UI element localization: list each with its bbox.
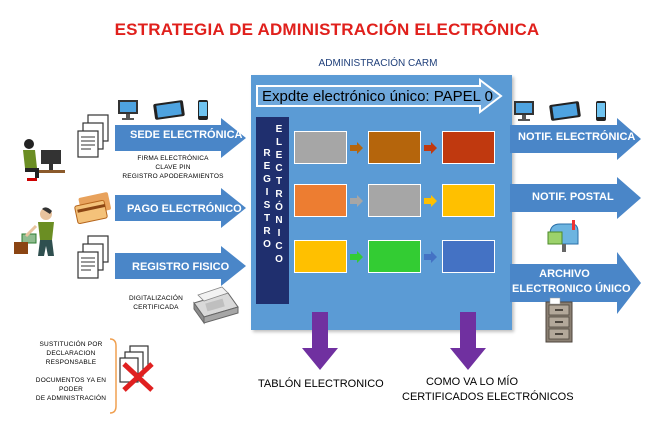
notif-postal-label: NOTIF. POSTAL (532, 191, 614, 203)
registro-apoderamientos-text: REGISTRO APODERAMIENTOS (122, 173, 224, 180)
process-step-square (368, 184, 421, 217)
como-va-line1: COMO VA LO MÍO (425, 376, 519, 388)
mailbox-icon (547, 220, 579, 252)
file-cabinet-icon (545, 297, 573, 343)
documents-icon-registro (77, 235, 109, 279)
registro-letter: T (263, 213, 271, 224)
notif-electronica-label: NOTIF. ELECTRÓNICA (518, 131, 636, 143)
sustitucion-line2: DECLARACION (46, 350, 96, 357)
diagram-title: ESTRATEGIA DE ADMINISTRACIÓN ELECTRÓNICA (114, 20, 540, 39)
devices-icon-right (514, 101, 606, 121)
expediente-unico-label: Expdte electrónico único: PAPEL 0 (262, 88, 493, 105)
person-with-money-icon (14, 207, 54, 256)
output-arrow-archivo (510, 252, 641, 314)
archivo-line1: ARCHIVO (539, 268, 590, 280)
process-step-square (442, 131, 495, 164)
como-va-label: COMO VA LO MÍO CERTIFICADOS ELECTRÓNICOS (402, 375, 574, 405)
sustitucion-line3: RESPONSABLE (45, 359, 97, 366)
documentos-line4: DOCUMENTOS YA EN PODER (35, 377, 107, 393)
expediente-arrow (256, 77, 503, 115)
registro-sub-labels: DIGITALIZACIÓN CERTIFICADA (125, 294, 187, 312)
notes-bracket (109, 338, 117, 414)
scanner-icon (193, 286, 239, 325)
electronico-letter: C (275, 163, 283, 174)
registro-fisico-label: REGISTRO FISICO (132, 261, 230, 273)
input-arrow-pago (115, 188, 246, 228)
carm-label: ADMINISTRACIÓN CARM (318, 58, 438, 69)
firma-electronica-text: FIRMA ELECTRÓNICA (137, 155, 209, 162)
input-arrow-sede (115, 118, 246, 158)
input-arrow-registro (115, 246, 246, 286)
process-step-square (368, 240, 421, 273)
documents-icon-sede (77, 114, 109, 158)
clave-pin-text: CLAVE PIN (155, 164, 191, 171)
credit-cards-icon (74, 192, 111, 225)
electronico-letter: Ó (275, 202, 283, 213)
electronico-letter: E (275, 124, 283, 135)
registro-letter: S (263, 200, 271, 211)
process-step-arrow (350, 195, 363, 207)
process-step-square (368, 131, 421, 164)
process-step-square (294, 184, 347, 217)
process-step-arrow (424, 251, 437, 263)
tablon-electronico-label: TABLÓN ELECTRONICO (258, 378, 384, 390)
sede-electronica-label: SEDE ELECTRÓNICA (130, 129, 243, 141)
electronico-letter: L (275, 137, 283, 148)
documents-crossed-icon (119, 345, 154, 392)
output-arrow-notif-electronica (510, 118, 641, 160)
process-step-arrow (424, 142, 437, 154)
process-step-square (442, 240, 495, 273)
output-arrow-notif-postal (510, 177, 641, 219)
digitalizacion-text: DIGITALIZACIÓN (129, 295, 183, 302)
electronico-letter: R (275, 189, 283, 200)
registro-letter: I (265, 187, 269, 198)
documentos-line5: DE ADMINISTRACIÓN (35, 395, 107, 402)
registro-letter: E (263, 161, 271, 172)
registro-letter: G (263, 174, 271, 185)
electronico-letter: C (275, 241, 283, 252)
registro-letter: R (263, 148, 271, 159)
electronico-letter: I (277, 228, 281, 239)
process-step-square (294, 240, 347, 273)
process-step-arrow (350, 142, 363, 154)
certificada-text: CERTIFICADA (133, 304, 179, 311)
electronico-letter: N (275, 215, 283, 226)
down-arrow-tablon (302, 312, 338, 370)
archivo-label: ARCHIVO ELECTRONICO ÚNICO (512, 267, 631, 297)
sede-sub-labels: FIRMA ELECTRÓNICA CLAVE PIN REGISTRO APO… (118, 154, 228, 181)
electronico-letter: T (275, 176, 283, 187)
devices-icon-left (118, 100, 208, 120)
electronico-letter: O (275, 254, 283, 265)
down-arrow-como-va (450, 312, 486, 370)
substitution-notes: SUSTITUCIÓN POR DECLARACION RESPONSABLE … (30, 340, 112, 403)
person-at-computer-icon (23, 139, 65, 181)
process-step-arrow (350, 251, 363, 263)
registro-letter: R (263, 226, 271, 237)
process-step-square (442, 184, 495, 217)
process-step-square (294, 131, 347, 164)
electronico-letter: E (275, 150, 283, 161)
registro-letter: O (263, 239, 271, 250)
pago-electronico-label: PAGO ELECTRÓNICO (127, 203, 242, 215)
certificados-line2: CERTIFICADOS ELECTRÓNICOS (402, 391, 574, 403)
sustitucion-line1: SUSTITUCIÓN POR (39, 341, 103, 348)
process-step-arrow (424, 195, 437, 207)
archivo-line2: ELECTRONICO ÚNICO (512, 283, 631, 295)
